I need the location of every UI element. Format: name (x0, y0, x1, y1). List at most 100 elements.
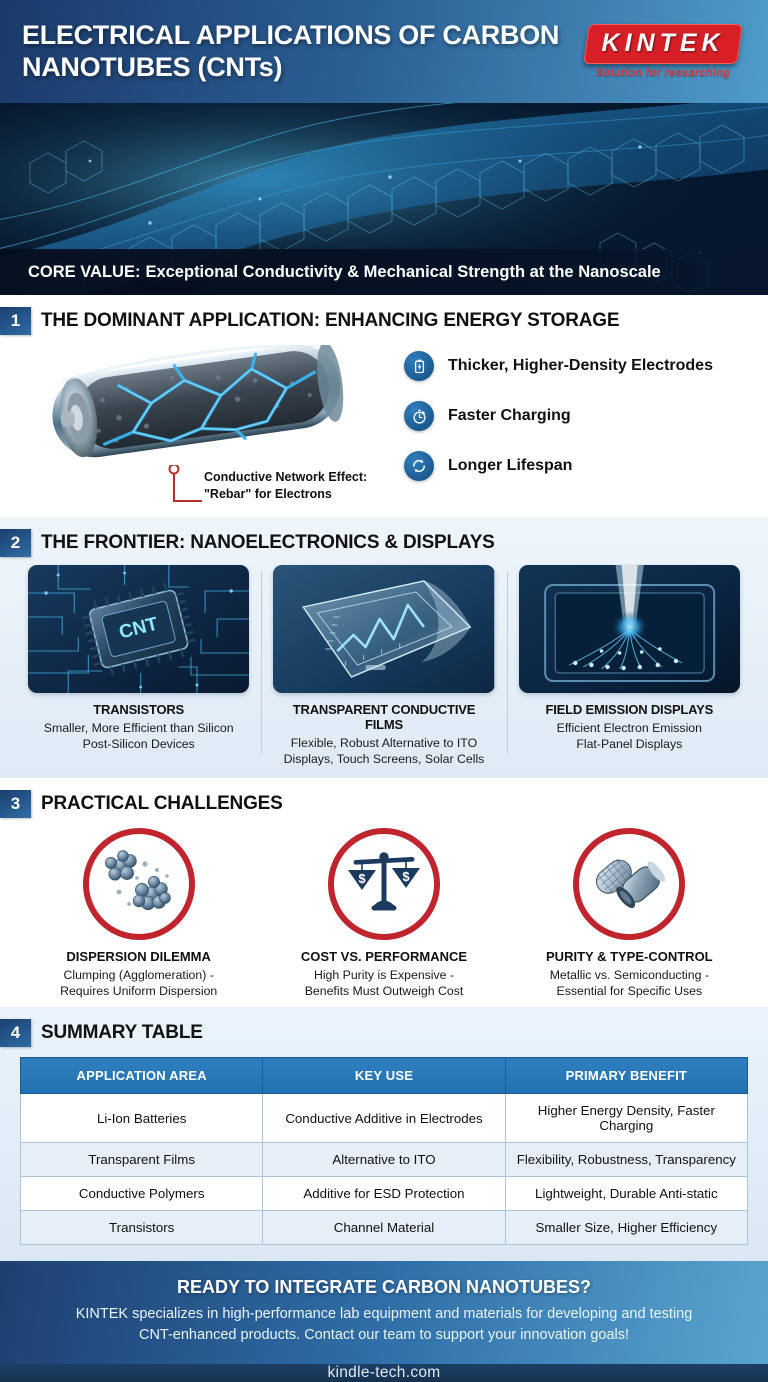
core-value-banner: CORE VALUE: Exceptional Conductivity & M… (0, 249, 768, 295)
card-title: TRANSPARENT CONDUCTIVE FILMS (292, 702, 476, 732)
table-column-header: APPLICATION AREA (19, 1057, 264, 1095)
cta-heading: READY TO INTEGRATE CARBON NANOTUBES? (176, 1277, 592, 1298)
table-cell: Higher Energy Density, Faster Charging (504, 1093, 749, 1144)
cnt-microchip-image: CNT (28, 565, 250, 693)
callout-text: Conductive Network Effect: "Rebar" for E… (204, 469, 367, 502)
card-title: TRANSISTORS (93, 702, 185, 717)
card-field-emission-displays: FIELD EMISSION DISPLAYS Efficient Electr… (506, 565, 752, 768)
card-desc-line-2: Flat-Panel Displays (576, 737, 683, 752)
challenge-dispersion: DISPERSION DILEMMA Clumping (Agglomerati… (16, 826, 261, 1000)
challenge-desc-line-2: Benefits Must Outweigh Cost (304, 984, 464, 999)
recycle-arrows-glyph (412, 459, 426, 473)
table-cell: Flexibility, Robustness, Transparency (504, 1142, 749, 1178)
battery-bolt-glyph (414, 359, 424, 373)
table-cell: Additive for ESD Protection (262, 1176, 506, 1212)
card-title: FIELD EMISSION DISPLAYS (545, 702, 714, 717)
table-row: Li-Ion Batteries Conductive Additive in … (19, 1093, 749, 1144)
section-practical-challenges: 3 PRACTICAL CHALLENGES (0, 777, 768, 1008)
svg-text:$: $ (358, 871, 366, 886)
section-1-title: THE DOMINANT APPLICATION: ENHANCING ENER… (41, 310, 620, 331)
challenge-description: Metallic vs. Semiconducting - Essential … (517, 967, 742, 1000)
flexible-transparent-film-image (273, 565, 495, 693)
section-2-heading: 2 THE FRONTIER: NANOELECTRONICS & DISPLA… (0, 517, 768, 563)
footer-website-link[interactable]: kindle-tech.com (327, 1363, 441, 1381)
benefit-label: Thicker, Higher-Density Electrodes (448, 357, 713, 374)
challenge-description: High Purity is Expensive - Benefits Must… (271, 967, 496, 1000)
stopwatch-glyph (412, 409, 426, 424)
cta-banner: READY TO INTEGRATE CARBON NANOTUBES? KIN… (0, 1261, 768, 1364)
hero-nanotube-image: CORE VALUE: Exceptional Conductivity & M… (0, 103, 768, 295)
field-emission-display-image (518, 565, 740, 693)
core-value-label: CORE VALUE: (28, 262, 141, 281)
recycle-arrows-icon (404, 451, 434, 481)
card-desc-line-2: Displays, Touch Screens, Solar Cells (283, 752, 485, 767)
logo-plate: KINTEK (583, 24, 743, 64)
logo-tagline: Solution for ressarching (595, 67, 731, 79)
table-column-header: PRIMARY BENEFIT (504, 1057, 749, 1095)
section-2-number: 2 (0, 529, 31, 557)
callout-leader-line (168, 465, 202, 502)
table-row: Conductive Polymers Additive for ESD Pro… (19, 1176, 749, 1212)
card-transistors: CNT TRANSISTORS Smaller, More Efficient … (16, 565, 261, 768)
table-cell: Alternative to ITO (262, 1142, 506, 1178)
benefits-list: Thicker, Higher-Density Electrodes Faste… (398, 345, 750, 501)
challenge-purity-type-control: PURITY & TYPE-CONTROL Metallic vs. Semic… (507, 826, 752, 1000)
card-description: Efficient Electron Emission Flat-Panel D… (519, 720, 740, 753)
section-summary-table: 4 SUMMARY TABLE APPLICATION AREA KEY USE… (0, 1007, 768, 1262)
table-cell: Transistors (19, 1210, 264, 1246)
agglomerated-particles-icon (104, 849, 171, 910)
challenge-title: DISPERSION DILEMMA (66, 948, 211, 964)
callout-line-2: "Rebar" for Electrons (204, 486, 332, 501)
card-description: Smaller, More Efficient than Silicon Pos… (28, 720, 249, 753)
kintek-logo: KINTEK Solution for ressarching (583, 24, 746, 79)
benefit-item: Faster Charging (404, 401, 750, 431)
table-header-row: APPLICATION AREA KEY USE PRIMARY BENEFIT (19, 1057, 749, 1095)
microchip-graphic: CNT (28, 565, 250, 693)
table-cell: Conductive Additive in Electrodes (262, 1093, 506, 1144)
battery-illustration-column: Conductive Network Effect: "Rebar" for E… (18, 342, 398, 511)
table-column-header: KEY USE (262, 1057, 506, 1095)
section-nanoelectronics: 2 THE FRONTIER: NANOELECTRONICS & DISPLA… (0, 517, 768, 778)
section-3-number: 3 (0, 789, 31, 818)
section-1-heading: 1 THE DOMINANT APPLICATION: ENHANCING EN… (0, 295, 768, 341)
page-header: ELECTRICAL APPLICATIONS OF CARBON NANOTU… (0, 0, 768, 103)
nanotube-lattice-graphic (0, 103, 768, 295)
section-1-number: 1 (0, 307, 31, 335)
nanotube-pair-icon (596, 858, 666, 908)
battery-cutaway-image (26, 342, 366, 465)
balance-scale-dollar-icon: $ $ (347, 851, 420, 911)
challenge-ring (82, 827, 195, 940)
core-value-text: Exceptional Conductivity & Mechanical St… (145, 262, 661, 281)
card-transparent-films: TRANSPARENT CONDUCTIVE FILMS Flexible, R… (261, 565, 506, 768)
card-desc-line-2: Post-Silicon Devices (82, 737, 195, 752)
challenge-cost-performance: $ $ COST VS. PERFORMANCE High Purity is … (261, 826, 506, 1000)
callout-line-1: Conductive Network Effect: (204, 470, 368, 484)
challenge-desc-line-2: Requires Uniform Dispersion (60, 984, 218, 999)
section-3-heading: 3 PRACTICAL CHALLENGES (0, 778, 768, 824)
benefit-item: Thicker, Higher-Density Electrodes (404, 351, 750, 381)
table-cell: Channel Material (262, 1210, 506, 1246)
challenge-title: PURITY & TYPE-CONTROL (546, 948, 713, 964)
table-cell: Smaller Size, Higher Efficiency (504, 1210, 749, 1246)
field-emission-graphic (518, 565, 740, 693)
challenge-desc-line-2: Essential for Specific Uses (556, 984, 703, 999)
section-2-title: THE FRONTIER: NANOELECTRONICS & DISPLAYS (41, 532, 495, 553)
challenge-ring (573, 827, 686, 940)
callout-group: Conductive Network Effect: "Rebar" for E… (26, 465, 398, 511)
benefit-item: Longer Lifespan (404, 451, 750, 481)
card-desc-line-1: Efficient Electron Emission (556, 721, 702, 735)
page-title: ELECTRICAL APPLICATIONS OF CARBON NANOTU… (22, 19, 560, 82)
challenge-desc-line-1: Clumping (Agglomeration) - (63, 967, 214, 982)
card-desc-line-1: Flexible, Robust Alternative to ITO (290, 736, 478, 750)
stopwatch-icon (404, 401, 434, 431)
logo-wordmark: KINTEK (601, 29, 725, 57)
benefit-label: Faster Charging (448, 407, 571, 424)
section-4-title: SUMMARY TABLE (41, 1022, 203, 1044)
page-footer: kindle-tech.com (0, 1363, 768, 1382)
cta-body-line-2: CNT-enhanced products. Contact our team … (138, 1326, 630, 1343)
challenge-desc-line-1: Metallic vs. Semiconducting - (549, 967, 709, 982)
challenge-title: COST VS. PERFORMANCE (300, 948, 468, 964)
table-cell: Conductive Polymers (19, 1176, 264, 1212)
table-row: Transparent Films Alternative to ITO Fle… (19, 1142, 749, 1178)
